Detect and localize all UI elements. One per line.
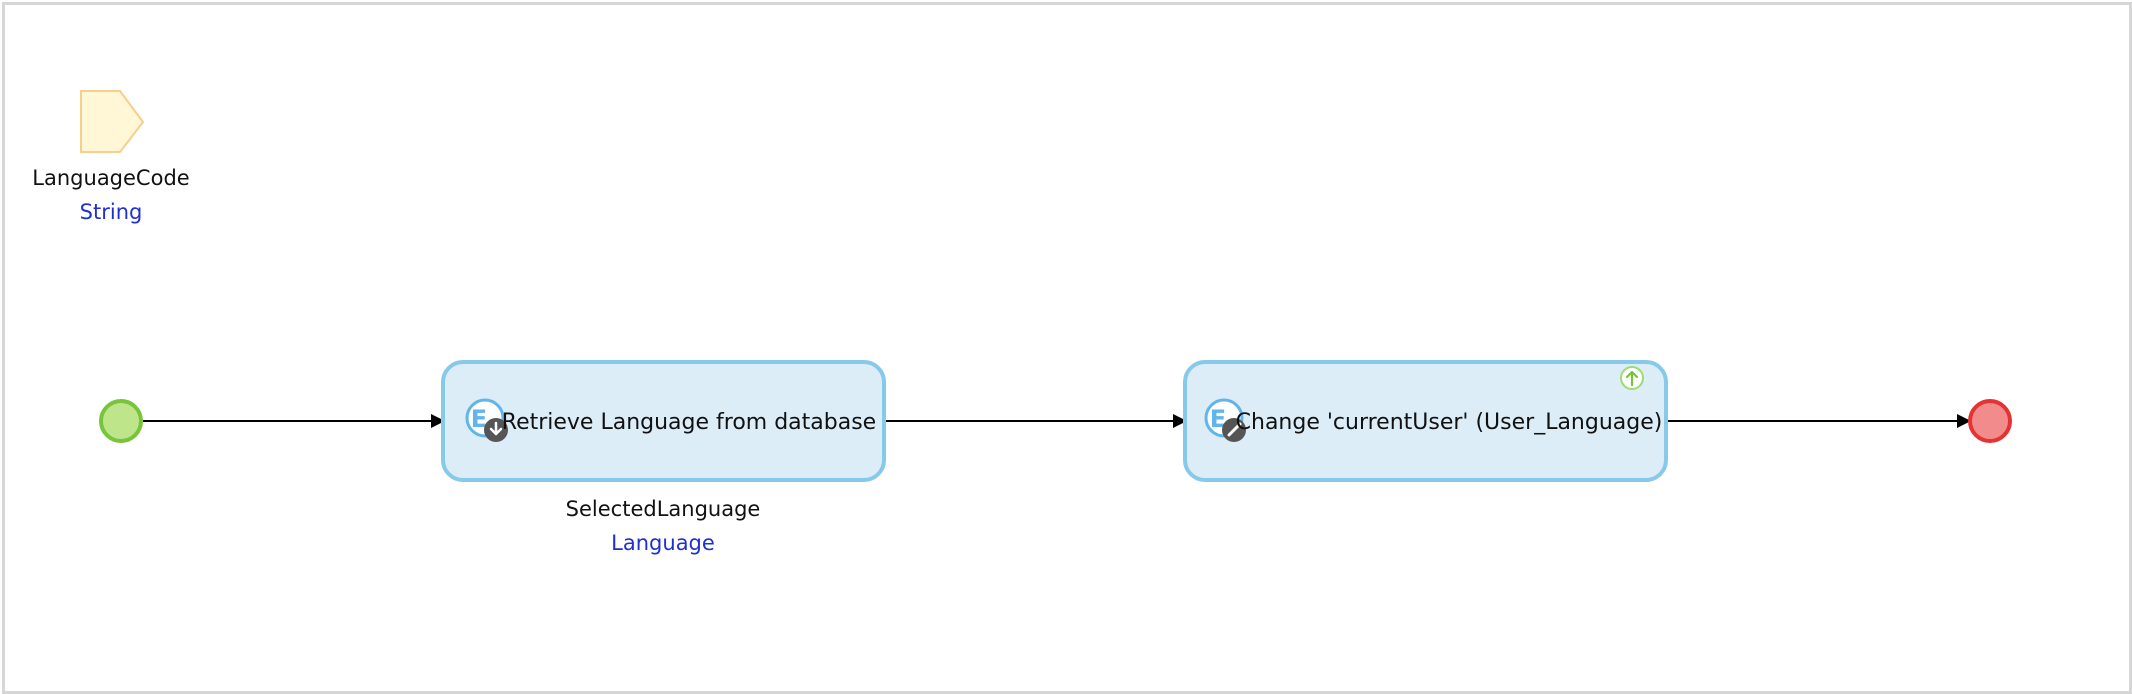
start-circle-icon bbox=[99, 399, 143, 443]
activity-label: Retrieve Language from database bbox=[502, 410, 876, 435]
start-event[interactable] bbox=[99, 399, 143, 443]
parameter-node[interactable]: LanguageCode String bbox=[32, 90, 190, 224]
output-variable-type: Language bbox=[611, 531, 715, 555]
retrieve-activity[interactable]: E Retrieve Language from database Select… bbox=[441, 360, 886, 555]
output-variable-name: SelectedLanguage bbox=[566, 497, 761, 521]
activity-label: Change 'currentUser' (User_Language) bbox=[1236, 410, 1663, 435]
edit-pencil-icon bbox=[1222, 418, 1246, 442]
parameter-name: LanguageCode bbox=[32, 166, 189, 190]
end-event[interactable] bbox=[1968, 399, 2012, 443]
svg-text:E: E bbox=[1210, 405, 1226, 433]
change-object-activity[interactable]: E Change 'currentUser' (User_Language) bbox=[1183, 360, 1668, 482]
activity-box bbox=[1183, 360, 1668, 482]
parameter-shape-icon bbox=[80, 90, 145, 153]
retrieve-arrow-down-icon bbox=[484, 418, 508, 442]
svg-text:E: E bbox=[471, 405, 487, 433]
commit-arrow-up-icon bbox=[1620, 366, 1644, 390]
activity-box bbox=[441, 360, 886, 482]
end-circle-icon bbox=[1968, 399, 2012, 443]
parameter-type: String bbox=[80, 200, 143, 224]
